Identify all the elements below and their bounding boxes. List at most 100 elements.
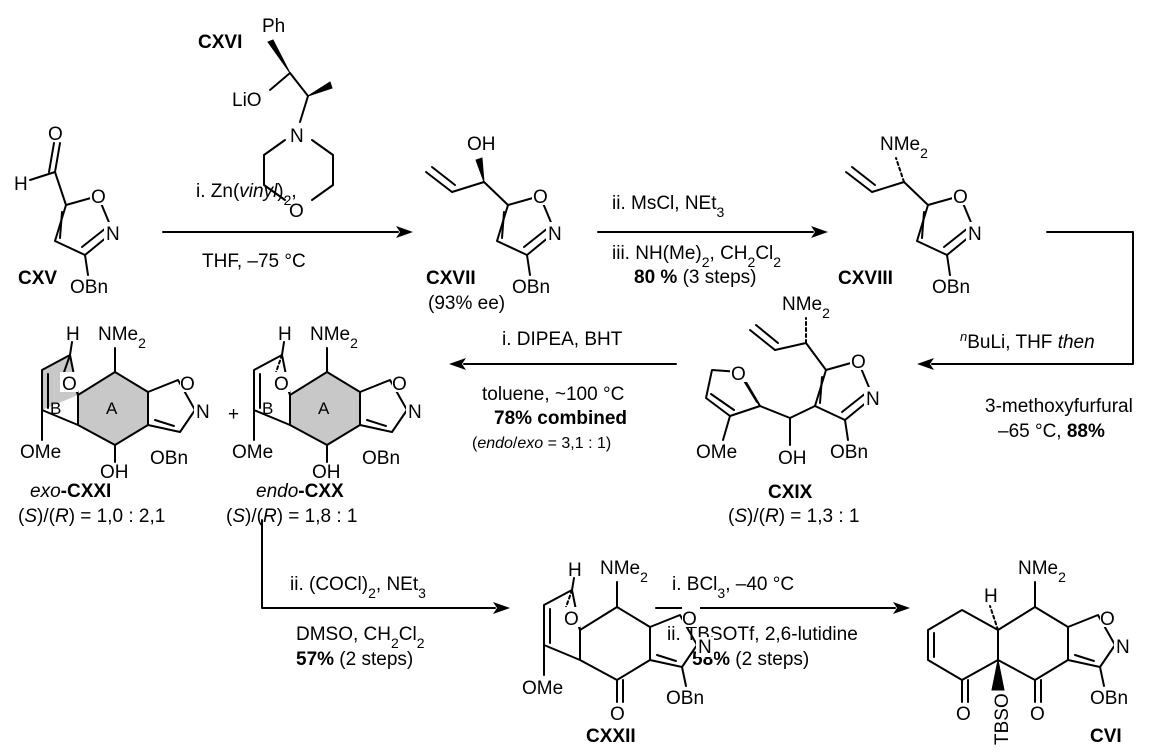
compound-cxvii: OH O N OBn CXVII (93% ee) (425, 134, 564, 314)
step2-yield: 80 % (3 steps) (634, 267, 757, 288)
compound-endo-cxx: H NMe2 O N O B A OMe OH OBn endo-CXX (S)… (226, 324, 424, 527)
atom-o: O (851, 352, 866, 373)
atom-o: O (682, 609, 697, 630)
step4-yield: 78% combined (494, 408, 627, 429)
atom-oh: OH (100, 462, 129, 483)
step4-reagent: i. DIPEA, BHT (502, 329, 623, 350)
atom-o: O (533, 187, 548, 208)
atom-o: O (1030, 704, 1045, 725)
label-cxv: CXV (18, 268, 57, 289)
atom-obn: OBn (830, 442, 868, 463)
atom-n: N (968, 224, 982, 245)
step6-reagent: i. BCl3, –40 °C (672, 574, 794, 601)
label-endo-cxx-ratio: (S)/(R) = 1,8 : 1 (226, 506, 357, 527)
atom-oh: OH (312, 462, 341, 483)
atom-h: H (66, 324, 80, 345)
atom-nme2: NMe2 (310, 324, 358, 351)
arrowhead-step1 (396, 226, 413, 238)
atom-obn: OBn (1090, 688, 1128, 709)
atom-n: N (698, 637, 712, 658)
atom-nme2: NMe2 (1018, 558, 1066, 585)
atom-h: H (568, 560, 582, 581)
atom-ome: OMe (232, 442, 273, 463)
atom-n: N (1116, 637, 1130, 658)
label-cxvii: CXVII (426, 268, 476, 289)
step4-ratio: (endo/exo = 3,1 : 1) (472, 435, 611, 452)
atom-h: H (278, 324, 292, 345)
atom-oh: OH (778, 448, 807, 469)
arrowhead-step2 (811, 226, 828, 238)
atom-obn: OBn (70, 277, 108, 298)
atom-o: O (91, 187, 106, 208)
atom-otbs: TBSO (992, 693, 1013, 745)
plus-sign: + (228, 404, 239, 425)
ring-label-b: B (262, 399, 273, 418)
compound-cxv: O H O N OBn CXV (14, 124, 122, 298)
atom-obn: OBn (666, 688, 704, 709)
atom-o: O (953, 187, 968, 208)
atom-nme2: NMe2 (600, 558, 648, 585)
atom-o: O (180, 374, 195, 395)
label-cxix-ratio: (S)/(R) = 1,3 : 1 (728, 506, 859, 527)
arrowhead-step5 (493, 602, 510, 614)
atom-n: N (548, 224, 562, 245)
step4-solvent: toluene, ~100 °C (482, 384, 624, 405)
atom-o: O (48, 124, 63, 145)
atom-obn: OBn (512, 277, 550, 298)
atom-ome: OMe (696, 442, 737, 463)
atom-lio: LiO (232, 90, 262, 111)
compound-cvi: H NMe2 O N O O TBSO OBn CVI (927, 558, 1132, 747)
compound-cxix: NMe2 O N O OMe OH OBn CXIX (S)/(R) = 1,3… (696, 294, 882, 527)
step5-yield: 57% (2 steps) (296, 649, 413, 670)
atom-nme2: NMe2 (98, 324, 146, 351)
atom-o: O (1100, 609, 1115, 630)
compound-cxviii: NMe2 O N OBn CXVIII (838, 134, 984, 298)
atom-ome: OMe (522, 678, 563, 699)
arrow-step3 (931, 231, 1134, 365)
atom-oh: OH (467, 134, 496, 155)
atom-ome: OMe (20, 442, 61, 463)
atom-n: N (196, 402, 210, 423)
atom-obn: OBn (150, 448, 188, 469)
label-cxvii-ee: (93% ee) (428, 293, 505, 314)
label-cxviii: CXVIII (838, 268, 893, 289)
atom-obn: OBn (362, 448, 400, 469)
atom-nme2: NMe2 (880, 134, 928, 161)
arrowhead-step6 (893, 602, 910, 614)
atom-n: N (866, 389, 880, 410)
label-endo-cxx: endo-CXX (256, 481, 344, 502)
atom-o: O (610, 704, 625, 725)
arrowhead-step4 (449, 358, 466, 370)
atom-o: O (289, 201, 304, 222)
atom-nme2: NMe2 (782, 294, 830, 321)
atom-o: O (564, 609, 579, 630)
step5-reagent: ii. (COCl)2, NEt3 (290, 574, 426, 601)
step5-solvent: DMSO, CH2Cl2 (296, 624, 425, 651)
atom-o: O (731, 364, 746, 385)
ring-label-b: B (50, 399, 61, 418)
label-exo-cxxi-ratio: (S)/(R) = 1,0 : 2,1 (18, 506, 165, 527)
label-exo-cxxi: exo-CXXI (30, 481, 111, 502)
ring-label-a: A (106, 399, 118, 418)
step3-yield: –65 °C, 88% (998, 421, 1105, 442)
step1-conditions: THF, –75 °C (202, 251, 306, 272)
label-cxvi: CXVI (198, 32, 242, 53)
label-cxix: CXIX (768, 482, 813, 503)
atom-o: O (956, 704, 971, 725)
step2-amine: iii. NH(Me)2, CH2Cl2 (612, 243, 781, 270)
atom-n: N (408, 402, 422, 423)
label-cxxii: CXXII (586, 726, 636, 747)
atom-o: O (274, 374, 289, 395)
atom-n: N (290, 126, 304, 147)
atom-ph: Ph (262, 16, 285, 37)
atom-h: H (984, 586, 998, 607)
step6-silylation: ii. TBSOTf, 2,6-lutidine (667, 624, 858, 645)
step2-reagent: ii. MsCl, NEt3 (612, 193, 725, 220)
atom-obn: OBn (932, 277, 970, 298)
step3-reagent: nBuLi, THF then (960, 329, 1095, 354)
atom-o: O (392, 374, 407, 395)
compound-cxxii: H NMe2 O N O OMe O OBn CXXII (522, 558, 714, 747)
arrowhead-step3 (917, 358, 934, 370)
atom-n: N (106, 224, 120, 245)
